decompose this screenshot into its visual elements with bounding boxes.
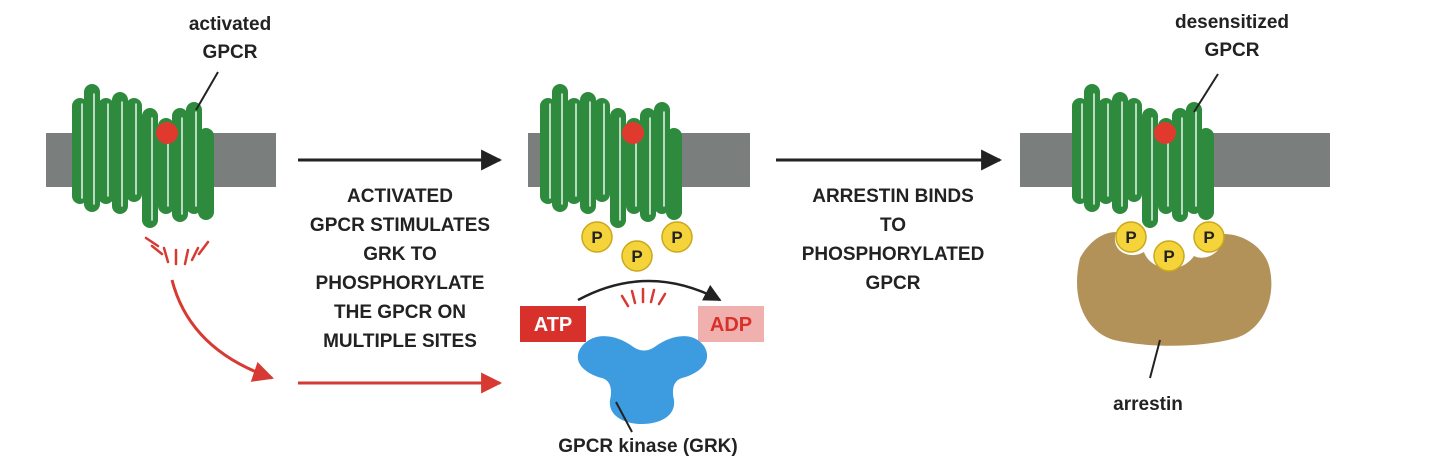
- phosphate-3a: [1115, 221, 1147, 253]
- phosphate-3b: [1153, 240, 1185, 272]
- activated-label-line2: GPCR: [203, 42, 258, 63]
- step2-line3: PHOSPHORYLATED: [802, 244, 985, 265]
- gpcr-receptor-3: [1072, 84, 1214, 228]
- phosphate-group-2: P P P: [581, 221, 693, 272]
- step1-line5: THE GPCR ON: [334, 302, 466, 323]
- desensitized-label-line2: GPCR: [1205, 40, 1260, 61]
- step-text-2: ARRESTIN BINDS TO PHOSPHORYLATED GPCR: [802, 186, 985, 294]
- atp-box: [520, 306, 586, 342]
- phosphate-2a: [581, 221, 613, 253]
- arrestin-label: arrestin: [1113, 394, 1183, 415]
- desensitized-label-line1: desensitized: [1175, 12, 1289, 33]
- arrestin-protein: [1077, 232, 1272, 346]
- ligand-dot-2: [622, 122, 644, 144]
- panel-activated: activated GPCR: [46, 14, 276, 382]
- gpcr-receptor-1: [72, 84, 214, 228]
- phosphate-3b-label: P: [1163, 247, 1174, 266]
- grk-pointer: [615, 401, 633, 433]
- step2-line4: GPCR: [866, 273, 921, 294]
- step1-line1: ACTIVATED: [347, 186, 453, 207]
- step2-line2: TO: [880, 215, 906, 236]
- step1-line3: GRK TO: [363, 244, 437, 265]
- gpcr-receptor-2: [540, 84, 682, 228]
- phosphate-3a-label: P: [1125, 228, 1136, 247]
- adp-box: [698, 306, 764, 342]
- phosphate-2b-label: P: [631, 247, 642, 266]
- step-text-1: ACTIVATED GPCR STIMULATES GRK TO PHOSPHO…: [310, 186, 490, 352]
- phosphate-2b: [621, 240, 653, 272]
- phosphate-3c: [1193, 221, 1225, 253]
- step1-line4: PHOSPHORYLATE: [316, 273, 485, 294]
- desensitized-pointer: [1193, 73, 1219, 113]
- activated-label-line1: activated: [189, 14, 271, 35]
- step2-line1: ARRESTIN BINDS: [812, 186, 974, 207]
- atp-to-adp-arrow: [577, 279, 722, 302]
- phosphate-3c-label: P: [1203, 228, 1214, 247]
- panel-desensitized: P P P desensitized GPCR arrestin: [1020, 12, 1330, 415]
- panel-phosphorylation: P P P ATP ADP GPCR kinase (GRK): [520, 84, 764, 457]
- label-pointer-1: [195, 71, 219, 111]
- ligand-dot-1: [156, 122, 178, 144]
- phosphate-2c-label: P: [671, 228, 682, 247]
- phosphate-2c: [661, 221, 693, 253]
- grk-burst: [620, 287, 667, 308]
- signal-curve-arrow: [170, 279, 274, 382]
- ligand-dot-3: [1154, 122, 1176, 144]
- grk-label: GPCR kinase (GRK): [558, 436, 737, 457]
- step1-line2: GPCR STIMULATES: [310, 215, 490, 236]
- atp-label: ATP: [534, 314, 573, 336]
- phosphate-2a-label: P: [591, 228, 602, 247]
- activation-burst-1: [144, 236, 210, 266]
- arrestin-pointer: [1149, 339, 1161, 379]
- adp-label: ADP: [710, 314, 752, 336]
- step1-line6: MULTIPLE SITES: [323, 331, 477, 352]
- grk-enzyme: [577, 336, 708, 424]
- phosphate-group-3: P P P: [1115, 221, 1225, 272]
